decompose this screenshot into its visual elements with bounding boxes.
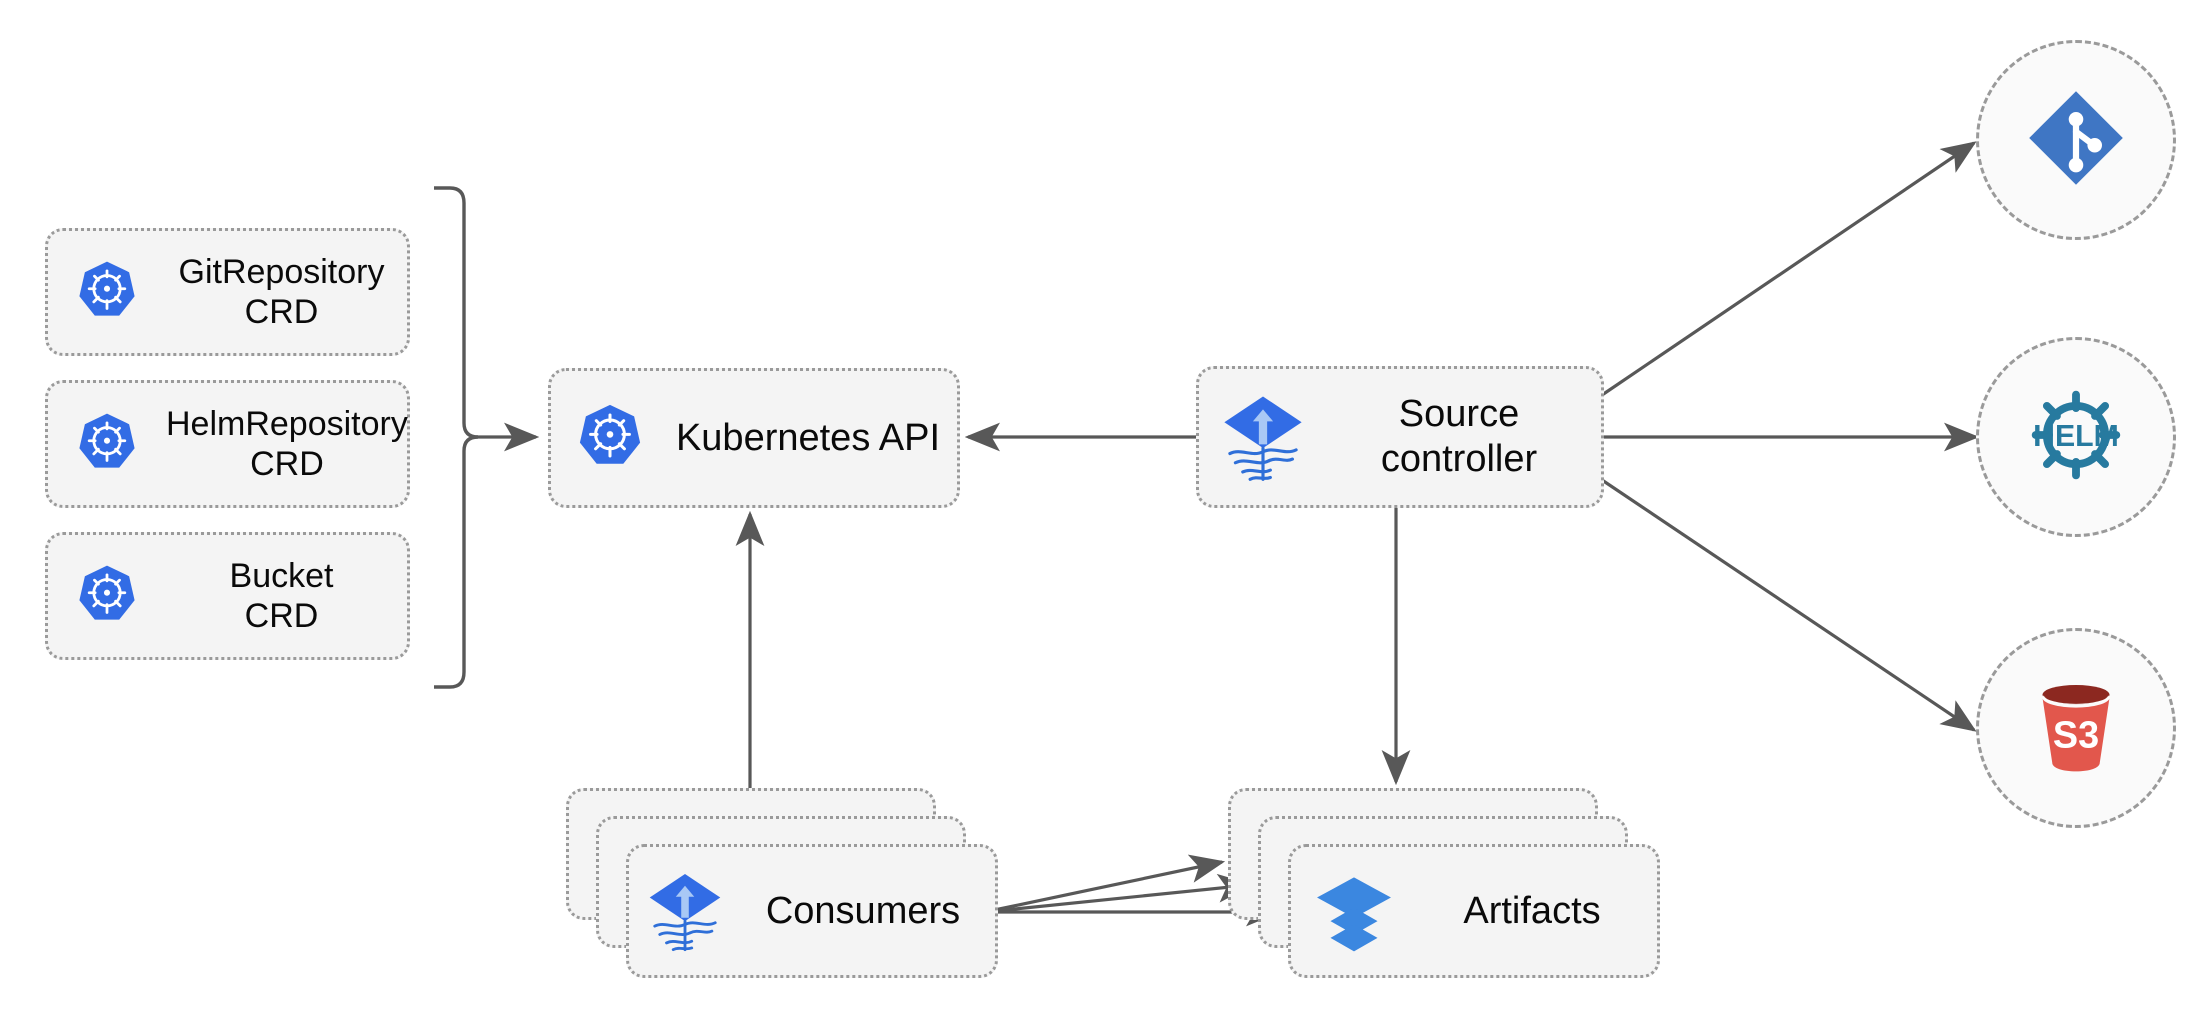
edge-consumers-to-artifacts-1 — [984, 854, 1226, 914]
s3-source-circle[interactable]: S3 — [1976, 628, 2176, 828]
artifacts-card-front[interactable]: Artifacts — [1288, 844, 1660, 978]
artifacts-label: Artifacts — [1463, 889, 1601, 932]
edge-controller-to-git — [1601, 141, 1977, 397]
git-source-circle[interactable] — [1976, 40, 2176, 240]
flux-icon — [629, 869, 741, 953]
helm-icon: HELM — [2020, 379, 2132, 496]
artifacts-stack[interactable]: Artifacts — [1228, 788, 1660, 988]
crd-box-gitrepository[interactable]: GitRepository CRD — [45, 228, 410, 356]
kubernetes-api-box[interactable]: Kubernetes API — [548, 368, 960, 508]
source-controller-label: Source controller — [1380, 393, 1538, 480]
crd-label-helmrepository: HelmRepository CRD — [166, 404, 408, 483]
s3-icon: S3 — [2022, 672, 2130, 785]
consumers-stack[interactable]: Consumers — [566, 788, 998, 988]
edge-controller-to-s3 — [1601, 478, 1977, 732]
crd-label-bucket: Bucket CRD — [229, 556, 334, 635]
helm-source-circle[interactable]: HELM — [1976, 337, 2176, 537]
kubernetes-icon — [48, 411, 166, 477]
crd-box-helmrepository[interactable]: HelmRepository CRD — [45, 380, 410, 508]
kubernetes-icon — [551, 402, 669, 474]
consumers-label: Consumers — [765, 889, 961, 932]
kubernetes-icon — [48, 563, 166, 629]
consumers-card-front[interactable]: Consumers — [626, 844, 998, 978]
crd-label-gitrepository: GitRepository CRD — [178, 252, 385, 331]
git-icon — [2024, 86, 2128, 195]
edge-consumers-to-artifacts-2 — [984, 873, 1254, 914]
crd-box-bucket[interactable]: Bucket CRD — [45, 532, 410, 660]
s3-label: S3 — [2053, 714, 2099, 756]
kubernetes-icon — [48, 259, 166, 325]
source-controller-box[interactable]: Source controller — [1196, 366, 1604, 508]
layers-icon — [1291, 869, 1417, 953]
flux-icon — [1199, 391, 1327, 483]
kubernetes-api-label: Kubernetes API — [675, 416, 941, 459]
helm-label: HELM — [2033, 420, 2119, 453]
